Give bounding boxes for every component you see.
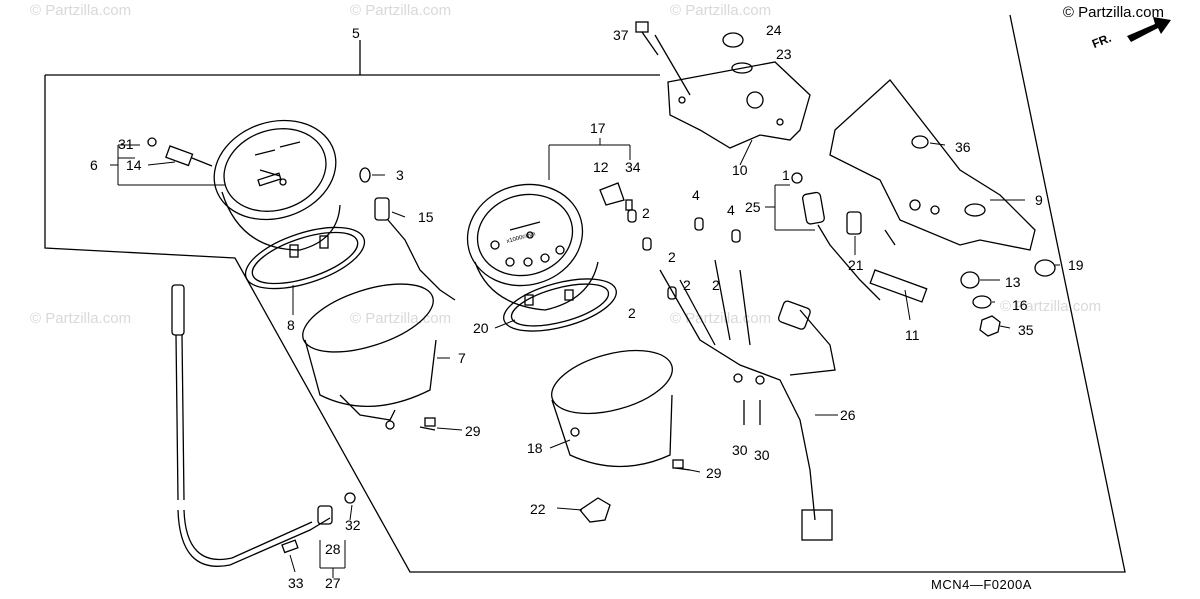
callout-24: 24	[766, 22, 782, 38]
watermark: © Partzilla.com	[350, 2, 452, 19]
copyright-notice: © Partzilla.com	[1062, 4, 1164, 21]
callout-23: 23	[776, 46, 792, 62]
watermark: © Partzilla.com	[30, 2, 132, 19]
bulb	[627, 209, 637, 223]
bolt	[147, 137, 213, 167]
watermark: © Partzilla.com	[30, 310, 132, 327]
grommet	[1034, 259, 1056, 277]
callout-33: 33	[288, 575, 304, 591]
callout-2b: 2	[668, 249, 676, 265]
side-bracket	[829, 79, 1036, 251]
screw	[419, 417, 436, 431]
callout-30a: 30	[732, 442, 748, 458]
front-direction-arrow-icon	[1127, 17, 1171, 42]
watermark: © Partzilla.com	[1000, 298, 1102, 315]
bulb	[694, 217, 704, 231]
callout-34: 34	[625, 159, 641, 175]
bulb-socket	[846, 211, 862, 235]
callout-2e: 2	[712, 277, 720, 293]
callout-6: 6	[90, 157, 98, 173]
diagram-code: MCN4—F0200A	[931, 577, 1032, 592]
upper-bracket	[654, 34, 811, 149]
screw	[672, 459, 691, 471]
speedometer	[213, 119, 341, 258]
callout-22: 22	[530, 501, 546, 517]
plug	[599, 182, 625, 206]
bulb-socket	[374, 197, 456, 301]
callout-21: 21	[848, 257, 864, 273]
callout-35: 35	[1018, 322, 1034, 338]
gasket-ring	[244, 226, 366, 290]
grommet	[960, 271, 980, 289]
callout-25: 25	[745, 199, 761, 215]
nut	[979, 315, 1001, 337]
callout-10: 10	[732, 162, 748, 178]
callout-4a: 4	[692, 187, 700, 203]
callout-4b: 4	[727, 202, 735, 218]
tachometer	[466, 183, 599, 311]
callout-18: 18	[527, 440, 543, 456]
callout-26: 26	[840, 407, 856, 423]
callout-30b: 30	[754, 447, 770, 463]
callout-14: 14	[126, 157, 142, 173]
bulb	[731, 229, 741, 243]
indicator-panel	[869, 269, 928, 303]
callout-12: 12	[593, 159, 609, 175]
callout-7: 7	[458, 350, 466, 366]
callout-3: 3	[396, 167, 404, 183]
callout-29b: 29	[706, 465, 722, 481]
grommet	[722, 32, 744, 48]
callout-13: 13	[1005, 274, 1021, 290]
callout-2d: 2	[628, 305, 636, 321]
callout-2a: 2	[642, 205, 650, 221]
callout-36: 36	[955, 139, 971, 155]
bulb	[667, 286, 677, 300]
speedometer-case	[302, 283, 437, 430]
callout-8: 8	[287, 317, 295, 333]
callout-37: 37	[613, 27, 629, 43]
callout-32: 32	[345, 517, 361, 533]
wire-harness	[659, 259, 836, 541]
bulb	[359, 167, 371, 183]
callout-1: 1	[782, 167, 790, 183]
callout-29a: 29	[465, 423, 481, 439]
washer	[972, 295, 992, 309]
bulb-socket	[791, 172, 881, 301]
callout-11: 11	[905, 327, 920, 343]
bulb	[642, 237, 652, 251]
washer	[731, 62, 753, 74]
grommet	[911, 135, 929, 149]
callout-31: 31	[118, 136, 134, 152]
watermark: © Partzilla.com	[670, 2, 772, 19]
screw	[743, 400, 761, 425]
tachometer-scale-label: x1000r/min	[506, 231, 536, 244]
callout-19: 19	[1068, 257, 1084, 273]
callout-16: 16	[1012, 297, 1028, 313]
callout-9: 9	[1035, 192, 1043, 208]
assembly-boundary	[44, 14, 1126, 573]
clip	[579, 497, 611, 523]
callout-17: 17	[590, 120, 606, 136]
tachometer-case	[551, 349, 673, 468]
watermark: © Partzilla.com	[350, 310, 452, 327]
gasket-ring	[503, 278, 617, 332]
callout-27: 27	[325, 575, 341, 591]
speedometer-cable	[171, 284, 356, 567]
callout-15: 15	[418, 209, 434, 225]
bolt	[635, 21, 659, 56]
callout-2c: 2	[683, 277, 691, 293]
callout-28: 28	[325, 541, 341, 557]
callout-20: 20	[473, 320, 489, 336]
callout-5: 5	[352, 25, 360, 41]
